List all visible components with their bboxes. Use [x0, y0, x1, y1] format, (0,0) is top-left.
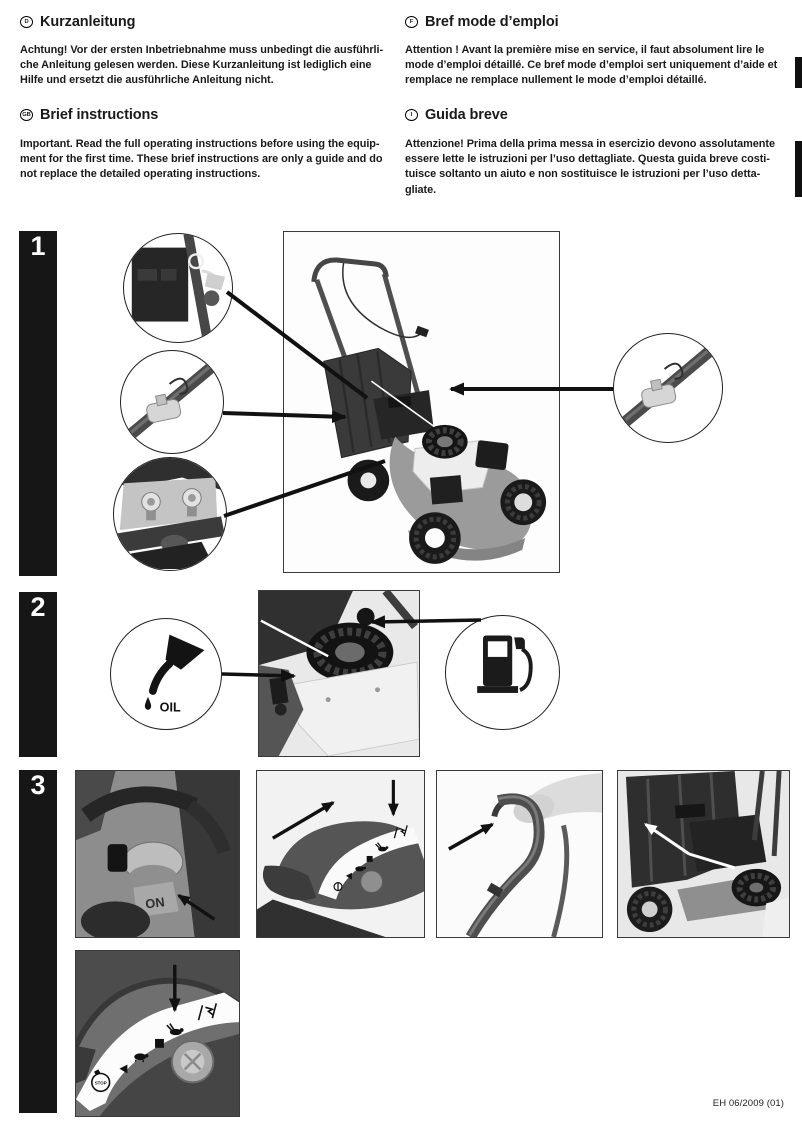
grass-bag: [259, 591, 353, 666]
screw: [170, 1039, 215, 1084]
step-3-number: 3: [30, 770, 46, 800]
paragraph-german: Achtung! Vor der ersten Inbetriebnahme m…: [20, 44, 384, 87]
turtle-icon: [134, 1053, 149, 1063]
callout-circle-cable-clip: [123, 233, 233, 343]
mower-photo-frame: [283, 231, 560, 573]
wing-knob: [641, 378, 677, 408]
throttle-lever-photo-frame: [256, 770, 425, 938]
clip: [204, 272, 226, 291]
arrow: [644, 823, 691, 856]
step-2-bar: 2: [19, 592, 57, 757]
heading-french-label: Bref mode d’emploi: [425, 14, 559, 30]
fast-symbol-icon: [197, 1003, 218, 1021]
throttle-housing: [76, 951, 239, 1046]
heading-italian-label: Guida breve: [425, 107, 508, 123]
bag-handle: [674, 803, 706, 819]
throttle-scale-photo: STOP: [76, 951, 239, 1116]
cable-ring: [187, 253, 205, 270]
valve-on-label: ON: [144, 894, 165, 911]
fuel-pump-illustration: [477, 635, 533, 693]
callout-line: [688, 852, 736, 870]
fuel-pump-icon: [477, 635, 533, 693]
edge-collation-mark: [795, 57, 802, 88]
oil-funnel-icon: [148, 634, 205, 695]
heading-french: F Bref mode d’emploi: [405, 14, 559, 30]
grass-bag-photo-frame: [617, 770, 790, 938]
stop-icon: STOP: [91, 1069, 111, 1093]
handlebar-grip-photo: [437, 771, 602, 937]
lang-gb-icon: GB: [20, 109, 33, 121]
recoil-starter: [731, 868, 782, 907]
callout-circle-wing-knob-left: [120, 350, 224, 454]
lang-f-icon: F: [405, 16, 418, 28]
heading-german: D Kurzanleitung: [20, 14, 135, 30]
grass-bag-photo: [618, 771, 789, 937]
oil-filler: [269, 676, 289, 705]
lang-i-icon: I: [405, 109, 418, 121]
edge-collation-mark: [795, 141, 802, 197]
recoil-starter: [306, 622, 394, 682]
paragraph-italian: Attenzione! Prima della prima messa in e…: [405, 138, 775, 196]
throttle-paddle: [262, 865, 317, 901]
lang-d-icon: D: [20, 16, 33, 28]
engine-photo: [259, 591, 419, 756]
heading-italian: I Guida breve: [405, 107, 508, 123]
step-1-number: 1: [30, 231, 46, 261]
oil-drop-icon: [144, 696, 152, 710]
paragraph-french: Attention ! Avant la première mise en se…: [405, 44, 778, 87]
callout-line: [370, 380, 444, 434]
square-icon: [366, 855, 373, 862]
arrow: [448, 822, 495, 851]
wire-loop: [663, 362, 684, 380]
handlebar-grip-photo-frame: [436, 770, 603, 938]
cable-clip-detail-photo: [131, 234, 226, 341]
mower-photo: [284, 232, 559, 572]
oil-label: OIL: [160, 700, 181, 714]
callout-line: [260, 619, 329, 658]
fuel-fill-circle: [445, 615, 560, 730]
wing-knob: [146, 393, 182, 423]
square-icon: [155, 1038, 164, 1048]
oil-fill-circle: OIL: [110, 618, 222, 730]
heading-english: GB Brief instructions: [20, 107, 158, 123]
fuel-cap: [356, 607, 375, 626]
cable: [551, 824, 570, 937]
bolts-detail-photo: [114, 458, 225, 569]
heading-english-label: Brief instructions: [40, 107, 159, 123]
fuel-hose: [81, 786, 198, 822]
handlebar-tube: [465, 793, 545, 937]
paragraph-english: Important. Read the full operating instr…: [20, 138, 383, 181]
rabbit-icon: [375, 842, 389, 852]
step-3-bar: 3: [19, 770, 57, 1113]
stop-label: STOP: [95, 1080, 107, 1085]
arrow: [177, 894, 216, 921]
fuel-valve-photo: ON: [76, 771, 239, 937]
oil-funnel-illustration: OIL: [144, 634, 205, 714]
turtle-icon: [355, 866, 367, 872]
arrow: [271, 801, 335, 840]
step-1-bar: 1: [19, 231, 57, 576]
fast-symbol-icon: [393, 825, 408, 839]
callout-circle-wing-knob-right: [613, 333, 723, 443]
fuel-valve-photo-frame: ON: [75, 770, 240, 938]
engine: [412, 424, 509, 505]
slow-triangle-icon: [119, 1064, 128, 1074]
rabbit-icon: [166, 1023, 184, 1036]
bolt: [141, 488, 202, 521]
throttle-lever-photo: [257, 771, 424, 937]
document-code: EH 06/2009 (01): [712, 1098, 784, 1109]
step-2-number: 2: [30, 592, 46, 622]
throttle-symbols: STOP: [91, 1003, 218, 1093]
heading-german-label: Kurzanleitung: [40, 14, 136, 30]
engine-photo-frame: [258, 590, 420, 757]
wing-knob-detail-photo: [126, 362, 217, 439]
throttle-scale-photo-frame: STOP: [75, 950, 240, 1117]
callout-circle-bolts: [113, 457, 227, 571]
wing-knob-detail-photo: [621, 347, 714, 427]
wheel: [626, 886, 673, 933]
slow-triangle-icon: [345, 872, 352, 880]
wire-loop: [168, 377, 189, 395]
throttle-symbols: [333, 825, 408, 892]
